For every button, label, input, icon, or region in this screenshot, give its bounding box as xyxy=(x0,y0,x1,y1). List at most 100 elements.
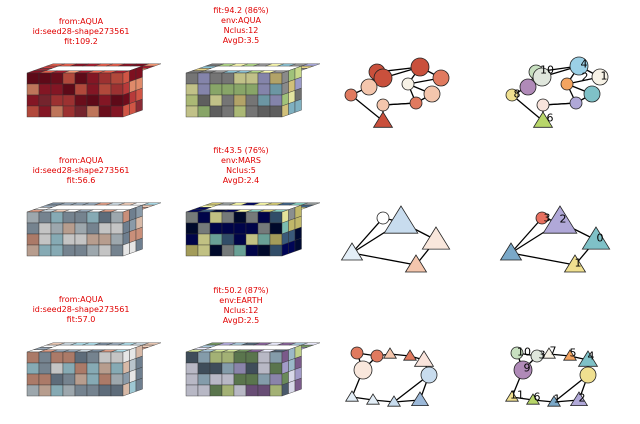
node-triangle xyxy=(340,242,364,261)
voxel-front xyxy=(26,83,40,96)
node-label: 1 xyxy=(575,257,582,270)
voxel-front xyxy=(86,211,100,224)
voxel-front xyxy=(38,83,52,96)
node-circle xyxy=(579,366,597,384)
voxel-front xyxy=(185,233,199,246)
voxel-front xyxy=(257,233,271,246)
voxel-front xyxy=(245,373,259,386)
voxel-front xyxy=(221,233,235,246)
voxel-front xyxy=(110,83,124,96)
voxel-front xyxy=(269,373,283,386)
voxel-front xyxy=(98,351,112,364)
mid-caption: fit:43.5 (76%) xyxy=(213,146,268,155)
node-circle xyxy=(532,67,552,87)
mid-caption: env:EARTH xyxy=(219,296,262,305)
graph-edge xyxy=(351,252,417,266)
node-triangle xyxy=(413,350,435,367)
voxel-front xyxy=(197,373,211,386)
voxel-top xyxy=(198,344,218,348)
node-circle xyxy=(535,211,549,225)
voxel-side xyxy=(129,380,137,394)
voxel-front xyxy=(185,362,199,375)
voxel-front xyxy=(86,72,100,85)
voxel-front xyxy=(185,351,199,364)
voxel-front xyxy=(209,211,223,224)
voxel-front xyxy=(74,362,88,375)
voxel-front xyxy=(269,384,283,397)
voxel-front xyxy=(26,351,40,364)
voxel-front xyxy=(245,384,259,397)
voxel-front xyxy=(26,211,40,224)
node-label: 9 xyxy=(524,362,531,375)
voxel-front xyxy=(50,72,64,85)
node-label: 1 xyxy=(601,70,608,83)
voxel-front xyxy=(86,83,100,96)
voxel-front xyxy=(197,211,211,224)
node-circle xyxy=(569,56,589,76)
mid-caption: Nclus:12 xyxy=(224,306,259,315)
voxel-front xyxy=(38,362,52,375)
voxel-side xyxy=(135,377,143,392)
mid-caption: AvgD:2.5 xyxy=(223,316,259,325)
graph-edge xyxy=(510,217,543,254)
node-triangle xyxy=(542,205,578,234)
node-triangle xyxy=(365,393,381,405)
node-triangle xyxy=(410,391,430,407)
voxel-front xyxy=(62,222,76,235)
voxel-front xyxy=(110,362,124,375)
voxel-front xyxy=(26,244,40,257)
node-circle xyxy=(569,96,583,110)
voxel-front xyxy=(221,72,235,85)
voxel-front xyxy=(98,72,112,85)
node-circle xyxy=(376,211,390,225)
node-label: 6 xyxy=(534,391,541,404)
voxel-side xyxy=(122,382,130,397)
node-triangle xyxy=(404,254,428,273)
voxel-front xyxy=(62,362,76,375)
voxel-front xyxy=(98,233,112,246)
voxel-front xyxy=(110,94,124,107)
voxel-front xyxy=(38,105,52,118)
node-triangle xyxy=(386,395,402,407)
node-label: 5 xyxy=(570,347,577,360)
voxel-front xyxy=(62,244,76,257)
voxel-front xyxy=(257,222,271,235)
voxel-front xyxy=(185,83,199,96)
voxel-front xyxy=(245,222,259,235)
node-triangle xyxy=(563,254,587,273)
voxel-front xyxy=(269,105,283,118)
voxel-front xyxy=(269,244,283,257)
voxel-front xyxy=(74,222,88,235)
node-circle xyxy=(350,346,364,360)
voxel-front xyxy=(245,94,259,107)
voxel-side xyxy=(281,103,289,118)
node-label: 11 xyxy=(510,389,524,402)
voxel-front xyxy=(110,222,124,235)
node-label: 3 xyxy=(544,212,551,225)
node-label: 0 xyxy=(597,232,604,245)
voxel-side xyxy=(129,240,137,254)
voxel-front xyxy=(197,83,211,96)
voxel-front xyxy=(110,373,124,386)
voxel-shape-row2-left xyxy=(26,202,162,257)
voxel-front xyxy=(269,72,283,85)
voxel-side xyxy=(288,380,296,394)
mid-caption: fit:50.2 (87%) xyxy=(213,286,268,295)
mid-caption: fit:94.2 (86%) xyxy=(213,6,268,15)
voxel-front xyxy=(98,83,112,96)
voxel-front xyxy=(209,94,223,107)
voxel-front xyxy=(74,244,88,257)
voxel-front xyxy=(221,244,235,257)
node-triangle xyxy=(499,242,523,261)
voxel-front xyxy=(209,362,223,375)
voxel-front xyxy=(197,351,211,364)
graph-edge xyxy=(510,252,576,266)
voxel-front xyxy=(233,233,247,246)
voxel-front xyxy=(209,244,223,257)
voxel-front xyxy=(74,373,88,386)
voxel-front xyxy=(74,233,88,246)
voxel-front xyxy=(257,373,271,386)
voxel-front xyxy=(86,244,100,257)
